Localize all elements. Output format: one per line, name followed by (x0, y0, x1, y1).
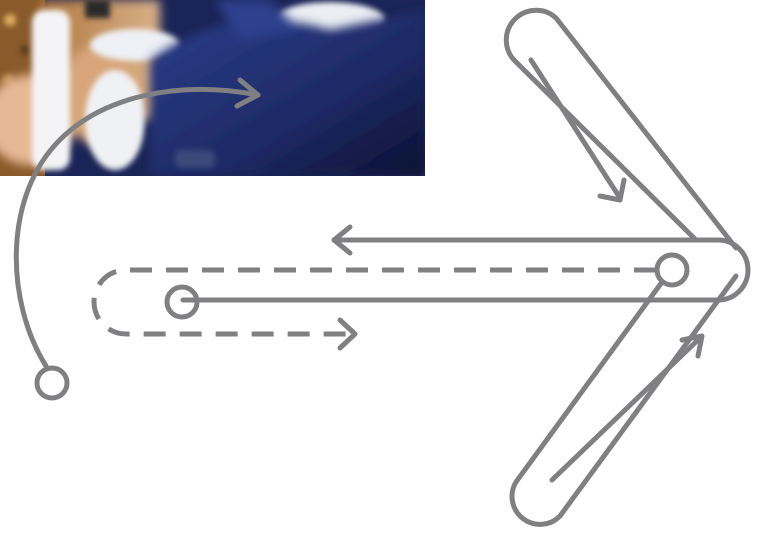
lower-arm-outline (512, 276, 736, 524)
lower-arm-arrow-path (552, 338, 700, 480)
start-node-circle (37, 368, 67, 398)
upper-arm-outline (506, 10, 736, 248)
curved-arrow-path (16, 89, 258, 366)
